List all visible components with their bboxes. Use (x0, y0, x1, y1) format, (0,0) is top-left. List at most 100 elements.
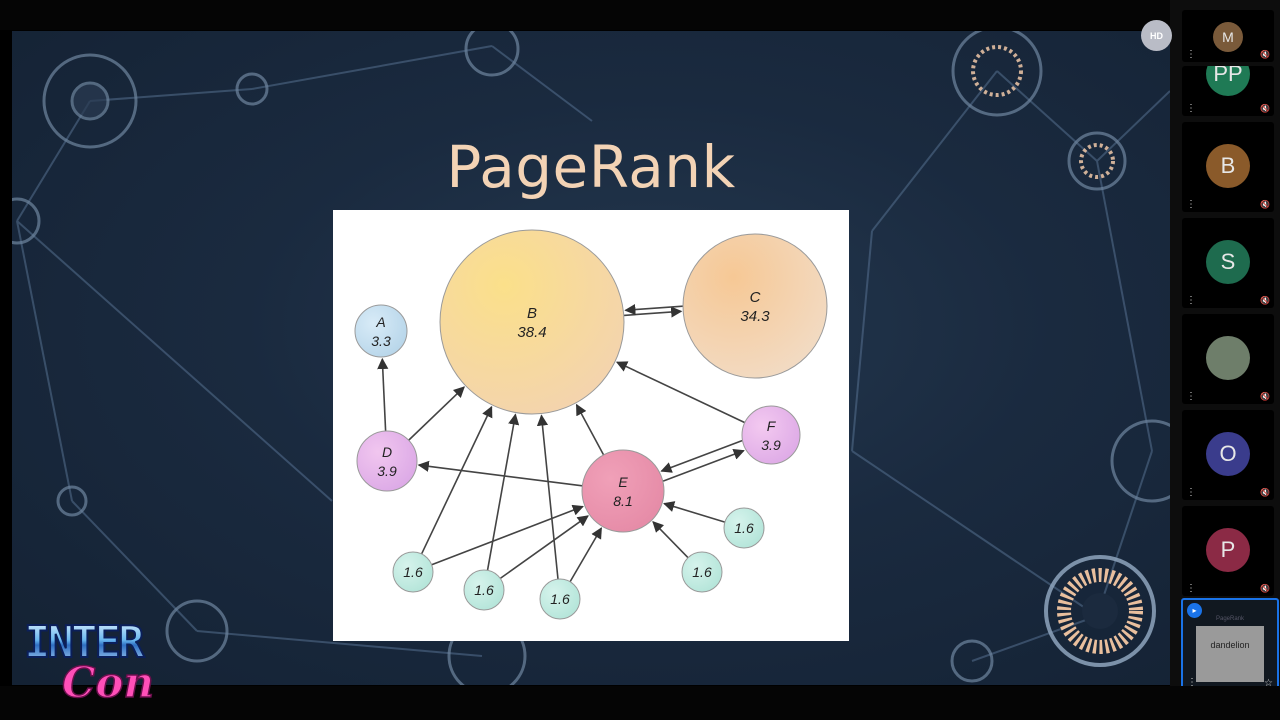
tile-menu-icon[interactable]: ⋮ (1186, 49, 1196, 60)
edge-F-to-E (660, 439, 743, 473)
dandelion-node (1044, 555, 1156, 667)
node-circle (682, 233, 828, 379)
participant-tile[interactable]: M ⋮ 🔇 (1182, 10, 1274, 62)
node-label: A (375, 314, 385, 330)
tile-menu-icon[interactable]: ⋮ (1186, 583, 1196, 594)
edge-n3-to-E (569, 527, 603, 583)
node-A: A3.3 (354, 304, 408, 358)
pagerank-graph: A3.3 B 38.4 C 34.3D 3.9E 8.1 F 3.9 1.6 1.6 1.6 1.6 1.… (354, 229, 828, 620)
participant-avatar: P (1206, 528, 1250, 572)
node-n1: 1.6 (392, 551, 434, 593)
muted-mic-icon: 🔇 (1260, 392, 1270, 401)
node-value: 1.6 (474, 582, 494, 598)
node-circle (354, 304, 408, 358)
edge-n2-to-E (499, 515, 589, 580)
node-n2: 1.6 (463, 569, 505, 611)
node-label: B (527, 305, 537, 322)
node-circle (681, 551, 723, 593)
participant-tile[interactable]: O ⋮ 🔇 (1182, 410, 1274, 500)
node-n5: 1.6 (681, 551, 723, 593)
tile-menu-icon[interactable]: ⋮ (1187, 677, 1197, 688)
node-circle (392, 551, 434, 593)
edge-n5-to-E (652, 520, 689, 559)
logo-con-text: Con (62, 658, 154, 705)
node-value: 1.6 (550, 591, 570, 607)
node-circle (581, 449, 665, 533)
tile-menu-icon[interactable]: ⋮ (1186, 391, 1196, 402)
node-E: E 8.1 (581, 449, 665, 533)
participant-avatar: PP (1206, 66, 1250, 96)
edge-B-to-C (623, 306, 683, 318)
node-value: 38.4 (517, 324, 546, 341)
node-value: 1.6 (403, 564, 423, 580)
participant-tile[interactable]: S ⋮ 🔇 (1182, 218, 1274, 308)
logo-inter-text: INTER (24, 617, 145, 668)
node-circle (463, 569, 505, 611)
edge-n4-to-E (663, 501, 726, 523)
participant-tile[interactable]: PP ⋮ 🔇 (1182, 66, 1274, 116)
participant-avatar (1206, 336, 1250, 380)
node-value: 3.9 (377, 463, 397, 479)
presenting-icon: ▸ (1187, 603, 1202, 618)
presenter-name: dandelion (1210, 640, 1250, 650)
node-circle (356, 430, 418, 492)
hd-quality-icon[interactable]: HD (1141, 20, 1172, 51)
participant-tile[interactable]: B ⋮ 🔇 (1182, 122, 1274, 212)
muted-mic-icon: 🔇 (1260, 488, 1270, 497)
node-value: 34.3 (740, 308, 770, 325)
node-value: 1.6 (692, 564, 712, 580)
node-label: D (382, 444, 392, 460)
tile-menu-icon[interactable]: ⋮ (1186, 103, 1196, 114)
edge-n1-to-B (420, 405, 493, 555)
presentation-thumbnail-tile[interactable]: ▸ PageRank dandelion ⋮ ☆ (1181, 598, 1279, 692)
node-C: C 34.3 (682, 233, 828, 379)
node-circle (741, 405, 801, 465)
node-value: 3.9 (761, 437, 781, 453)
intercon-logo: INTER Con (23, 616, 155, 705)
edge-E-to-F (662, 448, 745, 482)
edge-E-to-B (575, 403, 605, 456)
node-circle (439, 229, 625, 415)
muted-mic-icon: 🔇 (1260, 104, 1270, 113)
node-circle (539, 578, 581, 620)
edge-D-to-A (377, 357, 389, 432)
node-n3: 1.6 (539, 578, 581, 620)
pin-icon[interactable]: ☆ (1264, 678, 1273, 689)
tile-menu-icon[interactable]: ⋮ (1186, 199, 1196, 210)
participant-avatar: S (1206, 240, 1250, 284)
bottom-bar (0, 686, 1280, 720)
edge-D-to-B (408, 386, 465, 441)
node-B: B 38.4 (439, 229, 625, 415)
muted-mic-icon: 🔇 (1260, 200, 1270, 209)
participant-tile[interactable]: ⋮🔇 (1182, 314, 1274, 404)
node-circle (723, 507, 765, 549)
node-F: F 3.9 (741, 405, 801, 465)
node-label: C (750, 289, 761, 306)
participant-tile[interactable]: P ⋮ 🔇 (1182, 506, 1274, 596)
node-value: 8.1 (613, 493, 632, 509)
thumbnail-slide-title: PageRank (1215, 616, 1245, 622)
slide-title: PageRank (446, 133, 736, 201)
node-label: E (618, 474, 628, 490)
node-n4: 1.6 (723, 507, 765, 549)
participant-avatar: M (1213, 22, 1243, 52)
thumbnail-preview: dandelion (1196, 626, 1264, 682)
edge-n3-to-B (536, 414, 559, 580)
participant-avatar: B (1206, 144, 1250, 188)
node-label: F (767, 418, 777, 434)
top-bar (0, 0, 1280, 30)
edge-F-to-B (615, 361, 746, 424)
edge-E-to-D (417, 460, 583, 487)
participant-avatar: O (1206, 432, 1250, 476)
tile-menu-icon[interactable]: ⋮ (1186, 295, 1196, 306)
muted-mic-icon: 🔇 (1260, 584, 1270, 593)
muted-mic-icon: 🔇 (1260, 50, 1270, 59)
tile-menu-icon[interactable]: ⋮ (1186, 487, 1196, 498)
node-D: D 3.9 (356, 430, 418, 492)
network-background (12, 31, 1170, 685)
edge-n1-to-E (431, 504, 584, 566)
muted-mic-icon: 🔇 (1260, 296, 1270, 305)
node-value: 1.6 (734, 520, 754, 536)
